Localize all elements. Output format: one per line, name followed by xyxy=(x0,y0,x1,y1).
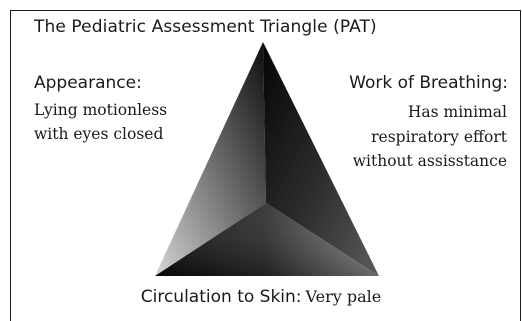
figure-title: The Pediatric Assessment Triangle (PAT) xyxy=(34,17,377,37)
circulation-description: Very pale xyxy=(306,287,382,306)
work-of-breathing-description: Has minimal respiratory effort without a… xyxy=(337,100,507,174)
work-of-breathing-heading: Work of Breathing: xyxy=(349,73,508,93)
appearance-heading: Appearance: xyxy=(34,73,142,93)
appearance-description: Lying motionless with eyes closed xyxy=(34,98,194,146)
circulation-heading: Circulation to Skin: xyxy=(141,287,302,307)
circulation-label: Circulation to Skin:Very pale xyxy=(0,287,522,307)
